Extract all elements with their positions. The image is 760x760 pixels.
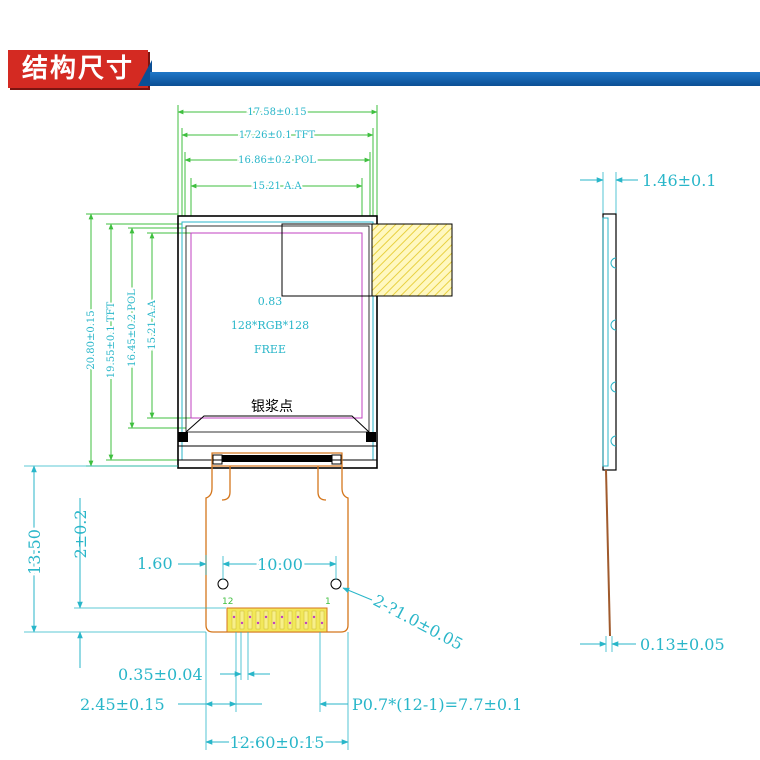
- pin-dot: [256, 621, 260, 625]
- hole-diameter-dim: 2-?1.0±0.05: [370, 591, 466, 654]
- bottom-trapezoid: [185, 415, 370, 433]
- hole-x-dim: 1.60: [137, 554, 173, 573]
- silver-paste-label: 银浆点: [251, 399, 293, 415]
- active-area-outline: [190, 232, 363, 419]
- mode-label: FREE: [254, 343, 286, 356]
- pin-width-dim: 0.35±0.04: [118, 665, 203, 684]
- corner-pad-right: [366, 432, 376, 442]
- pin-dot: [272, 621, 276, 625]
- title-bar: [150, 72, 760, 86]
- pin-edge-dim: 2.45±0.15: [80, 695, 165, 714]
- side-view: 1.46±0.1 0.13±0.05: [580, 171, 725, 654]
- hole-offset-dim: 2±0.2: [71, 509, 90, 558]
- fpc-outline: [205, 466, 349, 633]
- thickness-dim: 1.46±0.1: [642, 171, 716, 190]
- fpc-thickness-dim: 0.13±0.05: [640, 635, 725, 654]
- pin-dot: [264, 615, 268, 619]
- connector-pin: [279, 610, 285, 630]
- left-dimensions: 20.80±0.15 19.55±0.1 TFT 16.45±0.2 POL 1…: [84, 213, 191, 467]
- panel-size-label: 0.83: [258, 295, 283, 308]
- driver-ic-outline: [281, 223, 373, 297]
- pin-dot: [232, 615, 236, 619]
- bonding-strip: [222, 455, 332, 462]
- connector-pin: [287, 610, 293, 630]
- pol-outline: [185, 225, 370, 433]
- connector-pin: [303, 610, 309, 630]
- connector-pin: [255, 610, 261, 630]
- connector-pin: [311, 610, 317, 630]
- connector-pin: [263, 610, 269, 630]
- hole-pitch-dim: 10.00: [257, 555, 303, 574]
- pin-pitch-total-dim: P0.7*(12-1)=7.7±0.1: [352, 695, 522, 714]
- connector-pin: [295, 610, 301, 630]
- side-glass-layer: [602, 217, 609, 467]
- top-dim-2: 17.26±0.1 TFT: [239, 130, 316, 141]
- connector-pin: [319, 610, 325, 630]
- side-fpc: [605, 469, 611, 637]
- left-dim-3: 16.45±0.2 POL: [127, 289, 138, 367]
- top-dim-1: 17.58±0.15: [247, 107, 306, 118]
- left-dim-4: 15.21 A.A: [147, 300, 158, 350]
- pin-dot: [280, 615, 284, 619]
- pin-dot: [240, 621, 244, 625]
- corner-pad-left: [178, 432, 188, 442]
- pin-dot: [296, 615, 300, 619]
- fpc-height-dim: 13.50: [25, 529, 44, 575]
- top-dim-3: 16.86±0.2 POL: [238, 155, 316, 166]
- side-panel-outline: [602, 213, 617, 471]
- resolution-label: 128*RGB*128: [231, 319, 309, 332]
- pin-dot: [320, 621, 324, 625]
- fpc-hatched-tab: [371, 223, 453, 297]
- connector-pin: [239, 610, 245, 630]
- fpc-total-width-dim: 12.60±0.15: [230, 733, 325, 752]
- section-title: 结构尺寸: [8, 50, 149, 88]
- pin-dot: [288, 621, 292, 625]
- panel-outline: [177, 215, 378, 469]
- left-dim-2: 19.55±0.1 TFT: [106, 301, 117, 378]
- pin-dot: [304, 621, 308, 625]
- left-dim-1: 20.80±0.15: [86, 310, 97, 369]
- fpc-flex-cable: 12 1: [205, 452, 349, 633]
- pin-dot: [248, 615, 252, 619]
- tft-outline: [181, 221, 374, 461]
- top-dimensions: 17.58±0.15 17.26±0.1 TFT 16.86±0.2 POL 1…: [177, 105, 378, 216]
- tooling-hole-right: [330, 578, 342, 590]
- lcd-panel-front: 0.83 128*RGB*128 FREE 银浆点: [177, 215, 453, 469]
- header: 结构尺寸: [0, 40, 760, 100]
- connector-pin: [271, 610, 277, 630]
- pin-dot: [312, 615, 316, 619]
- pin-first-label: 12: [222, 597, 233, 607]
- pin-last-label: 1: [325, 597, 331, 607]
- connector-pin: [247, 610, 253, 630]
- tooling-hole-left: [217, 578, 229, 590]
- top-dim-4: 15.21 A.A: [252, 181, 302, 192]
- title-slant-decoration: [138, 60, 152, 86]
- connector-pin: [231, 610, 237, 630]
